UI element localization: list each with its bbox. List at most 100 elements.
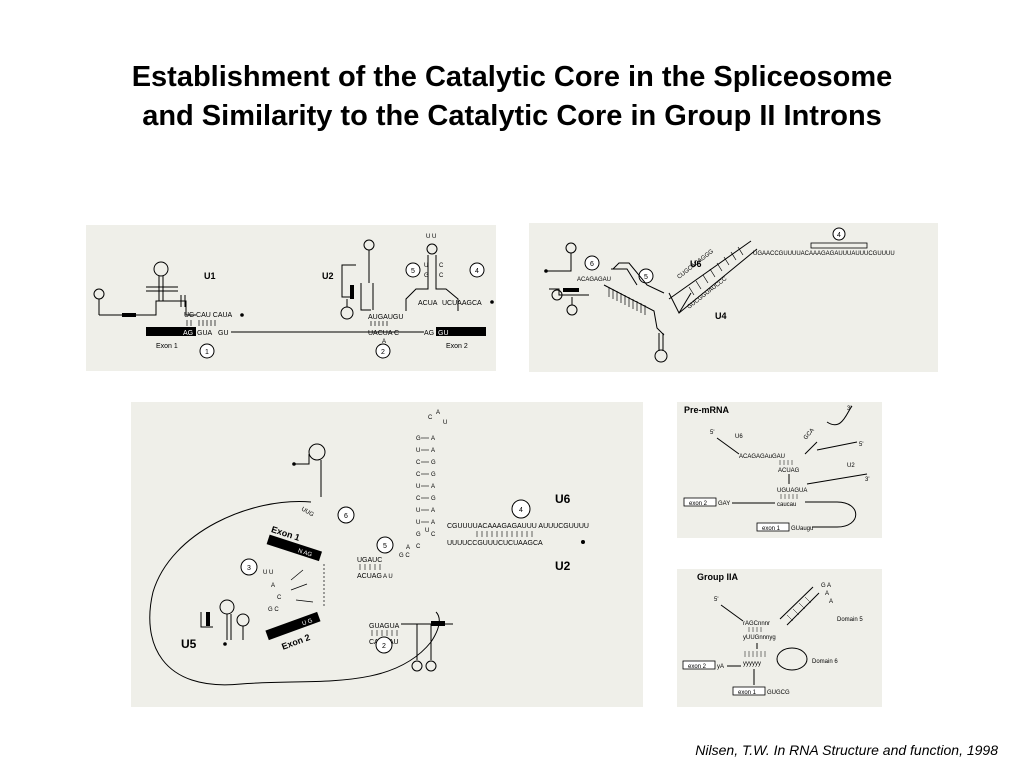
panel-u1-u2-diagram: U1 UC CAU CAUA AG GUA GU Exon 1 1 U2 <box>93 234 494 359</box>
p3-prime: 3' <box>865 477 869 483</box>
svg-text:A: A <box>431 436 435 442</box>
u4-u6-pairing <box>608 287 646 315</box>
panel-group-iia-diagram: Group IIA 5' rAGCnnnr yUUGnnnyg G A A A … <box>682 572 863 696</box>
seq-gua: GUA <box>197 330 213 337</box>
svg-text:U: U <box>416 520 420 526</box>
svg-text:A: A <box>271 583 275 589</box>
exon2-block <box>436 327 486 336</box>
svg-text:C: C <box>416 544 421 550</box>
panel-u1-u2-binding: U1 UC CAU CAUA AG GUA GU Exon 1 1 U2 <box>86 225 496 371</box>
svg-text:A U: A U <box>383 574 393 580</box>
core-seq-1: UGAUC <box>357 557 382 564</box>
domain6-label: Domain 6 <box>812 659 838 665</box>
seq-acagag: ACAGAGAuGAU <box>739 454 785 460</box>
exon2-label: Exon 2 <box>280 632 311 651</box>
svg-text:U: U <box>416 508 420 514</box>
exon2-label: exon 2 <box>689 501 708 507</box>
gugcg-text: GUGCG <box>767 690 790 696</box>
u6-seq: CGUUUUACAAAGAGAUUU AUUUCGUUUU <box>447 523 589 530</box>
svg-text:GCA: GCA <box>803 427 816 441</box>
seq-gu: GU <box>218 330 229 337</box>
u4-label: U4 <box>715 311 727 321</box>
ag-5ss: AG <box>183 330 193 337</box>
circle-2: 2 <box>381 349 385 356</box>
circle-2: 2 <box>382 643 386 650</box>
exon1-block <box>266 534 323 562</box>
svg-text:A: A <box>431 520 435 526</box>
seq-yuug: yUUGnnnyg <box>743 635 776 641</box>
svg-text:A: A <box>829 599 833 605</box>
svg-text:C: C <box>431 532 436 538</box>
svg-text:C: C <box>428 415 433 421</box>
u6-seq: ACAGAGAU <box>577 277 611 283</box>
svg-text:A: A <box>382 339 386 345</box>
u6-label: U6 <box>690 259 702 269</box>
pre-mrna-label: Pre-mRNA <box>684 405 730 415</box>
exon2-block <box>265 611 321 641</box>
seq-caucau: caucau <box>777 502 796 508</box>
panel-u4-u6: 6 ACAGAGAU 5 <box>529 223 938 372</box>
svg-text:U U: U U <box>426 234 436 240</box>
ya-text: yA <box>717 664 724 670</box>
u2-seq: AUGAUGU <box>368 314 403 321</box>
u2-seq-c: UCUAAGCA <box>442 300 482 307</box>
domain5-label: Domain 5 <box>837 617 863 623</box>
svg-text:UUG: UUG <box>300 507 315 519</box>
ag-3ss: AG <box>424 330 434 337</box>
svg-text:A: A <box>406 545 410 551</box>
seq-uguagua: UGUAGUA <box>777 488 807 494</box>
circle-6: 6 <box>590 261 594 268</box>
svg-text:U: U <box>416 448 420 454</box>
svg-text:A: A <box>431 484 435 490</box>
u2-label: U2 <box>847 463 855 469</box>
svg-text:A: A <box>431 508 435 514</box>
svg-text:C: C <box>439 263 444 269</box>
svg-text:C: C <box>277 595 282 601</box>
circle-5: 5 <box>383 543 387 550</box>
svg-text:A: A <box>825 591 829 597</box>
svg-text:C: C <box>416 472 421 478</box>
u1-seq: UC CAU CAUA <box>184 312 233 319</box>
exon1-label: exon 1 <box>738 690 757 696</box>
circle-4: 4 <box>837 232 841 239</box>
u2-seq-b: ACUA <box>418 300 438 307</box>
circle-6: 6 <box>344 513 348 520</box>
panel-u4-u6-diagram: 6 ACAGAGAU 5 <box>544 227 895 363</box>
circle-1: 1 <box>205 349 209 356</box>
title-line-2: and Similarity to the Catalytic Core in … <box>142 100 882 132</box>
svg-text:G: G <box>416 532 421 538</box>
circle-3: 3 <box>247 565 251 572</box>
circle-5: 5 <box>644 274 648 281</box>
svg-text:3': 3' <box>847 406 851 412</box>
svg-text:G: G <box>431 496 436 502</box>
svg-text:A: A <box>436 410 440 416</box>
exon1-label: Exon 1 <box>156 343 178 350</box>
exon2-group: U G Exon 2 <box>265 611 321 652</box>
svg-text:U: U <box>416 484 420 490</box>
svg-text:G: G <box>431 472 436 478</box>
seq-acuag: ACUAG <box>778 468 800 474</box>
gay-text: GAY <box>718 501 730 507</box>
guaugu-text: GUaugu <box>791 526 813 532</box>
seq-ragc: rAGCnnnr <box>743 621 770 627</box>
ug-text: U G <box>302 618 314 627</box>
svg-text:C: C <box>416 496 421 502</box>
u6-label: U6 <box>555 492 571 506</box>
svg-text:G: G <box>424 273 429 279</box>
u5-loop <box>149 501 440 686</box>
seq-yyyyyy: yyyyyy <box>743 661 761 667</box>
u6-u2-pairing <box>476 531 533 537</box>
svg-text:C: C <box>416 460 421 466</box>
u6-top-seq: UGAACCGUUUUACAAAGAGAUUUAUUUCGUUUU <box>753 251 895 257</box>
title-line-1: Establishment of the Catalytic Core in t… <box>131 61 893 93</box>
exon1-block <box>146 327 196 336</box>
branch-seq: UACUA C <box>368 330 399 337</box>
u1-label: U1 <box>204 271 216 281</box>
u1-pairing-ticks <box>186 320 216 326</box>
core-seq-2: ACUAG <box>357 573 382 580</box>
exon2-label: Exon 2 <box>446 343 468 350</box>
svg-text:G: G <box>431 460 436 466</box>
